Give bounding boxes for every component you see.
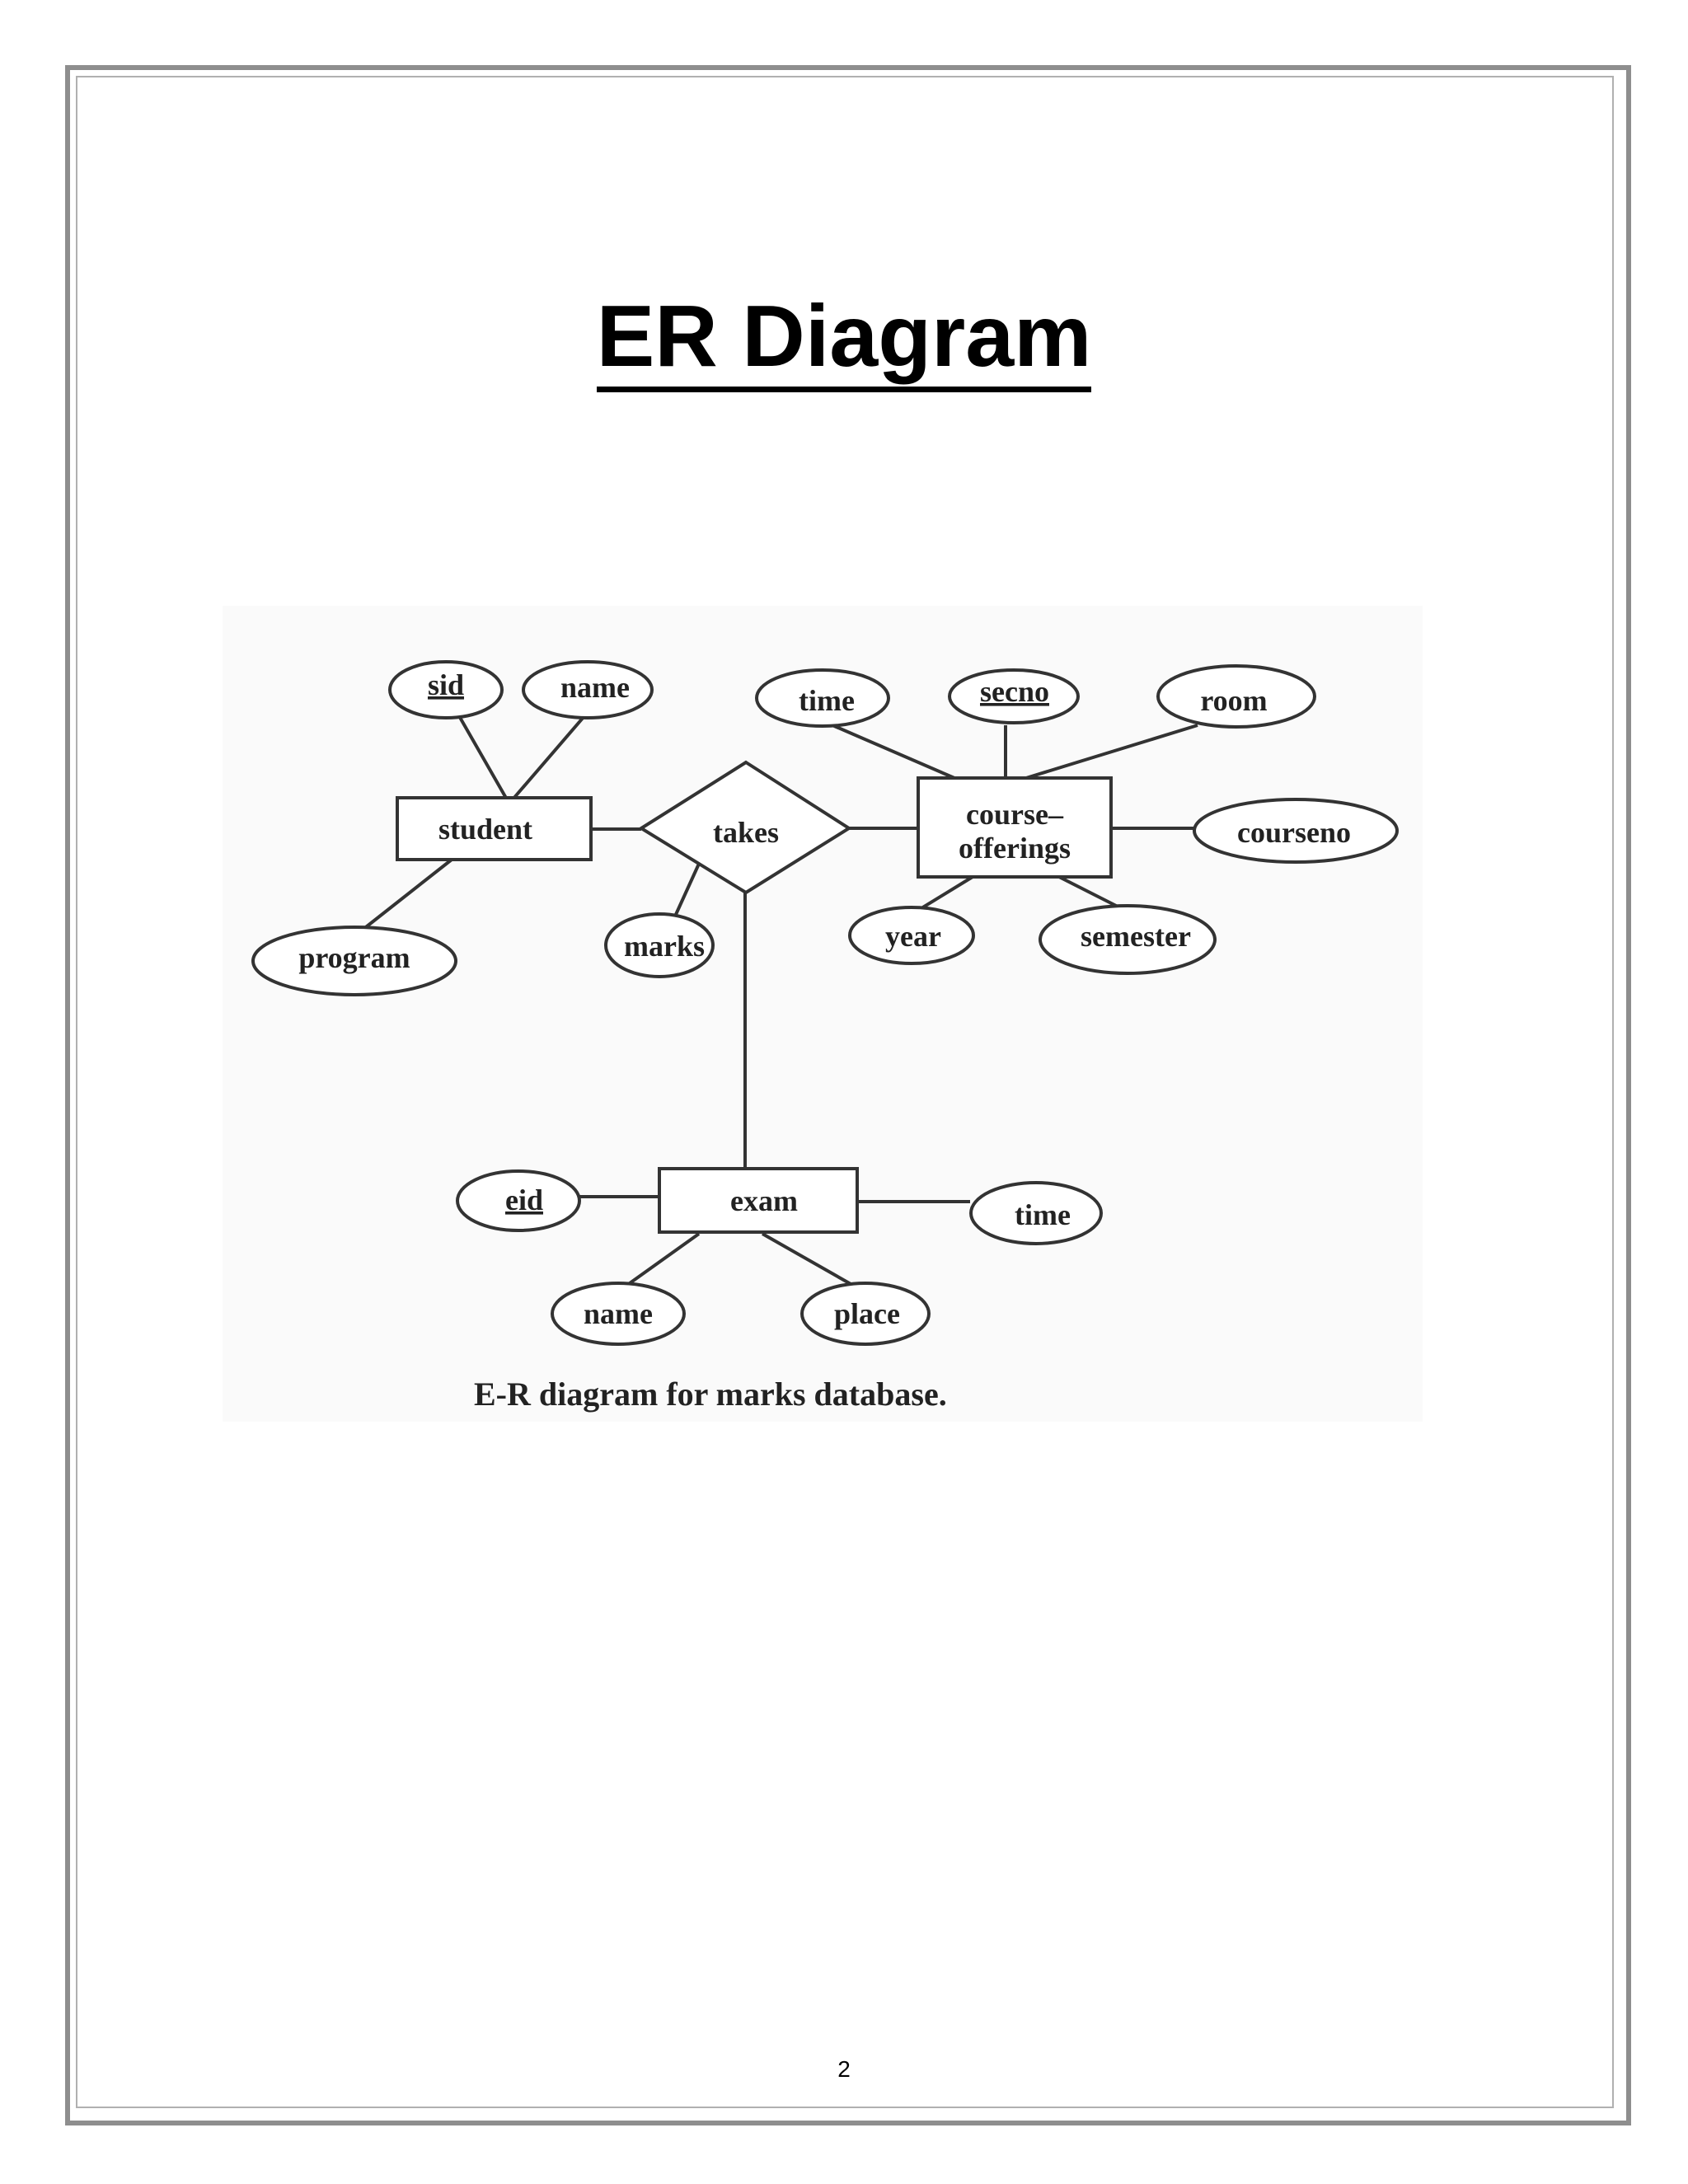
attribute-year: year [848,906,975,965]
attribute-eid-label: eid [505,1183,543,1216]
entity-course-offerings-label-line1: course– [966,798,1064,831]
attribute-student-name-label: name [560,671,630,704]
entity-course-offerings-label-line2: offerings [959,832,1071,865]
page-title: ER Diagram [0,288,1688,392]
entity-course-offerings: course– offerings [917,776,1113,879]
attribute-exam-time: time [969,1181,1103,1245]
line-sid-student [453,708,509,800]
attribute-sid: sid [388,660,504,719]
attribute-room-label: room [1200,684,1267,717]
line-time-course [832,724,955,780]
relationship-takes: takes [638,760,852,895]
line-name-student [511,709,591,801]
line-student-program [361,858,453,931]
attribute-exam-time-label: time [1015,1198,1071,1231]
line-room-course [1025,724,1198,780]
attribute-eid: eid [456,1169,581,1232]
figure-caption: E-R diagram for marks database. [474,1376,947,1413]
attribute-student-name: name [522,660,654,719]
connector-lines [361,708,1198,1293]
attribute-semester-label: semester [1081,920,1191,953]
attribute-place-label: place [834,1297,900,1330]
attribute-room: room [1156,664,1316,729]
attribute-secno: secno [948,668,1080,724]
attribute-secno-label: secno [980,675,1049,708]
attribute-marks: marks [604,912,715,978]
entity-exam-label: exam [730,1184,798,1217]
attribute-courseno-label: courseno [1237,816,1351,849]
attribute-program: program [251,926,457,996]
attribute-program-label: program [298,941,410,974]
relationship-takes-label: takes [713,816,779,849]
page-border-outer [65,65,1631,2125]
attribute-courseno: courseno [1193,798,1399,864]
er-diagram-svg: student course– offerings exam takes sid… [251,660,1399,1413]
entity-student: student [396,796,593,861]
page-number: 2 [837,2056,851,2082]
attribute-course-time-label: time [799,684,855,717]
page-border-inner [76,76,1614,2108]
page-title-text: ER Diagram [596,288,1092,392]
attribute-exam-name-label: name [584,1297,653,1330]
attribute-semester: semester [1039,904,1217,975]
attribute-place: place [800,1282,931,1346]
line-exam-name [617,1232,701,1293]
attribute-course-time: time [755,668,890,728]
line-exam-place [762,1232,865,1293]
entity-student-label: student [438,813,532,846]
attribute-year-label: year [885,920,941,953]
attribute-exam-name: name [551,1282,686,1346]
attribute-sid-label: sid [428,668,464,701]
entity-exam: exam [658,1167,859,1234]
attribute-marks-label: marks [624,930,705,963]
er-diagram-figure: student course– offerings exam takes sid… [223,606,1423,1422]
line-takes-marks [673,863,701,919]
